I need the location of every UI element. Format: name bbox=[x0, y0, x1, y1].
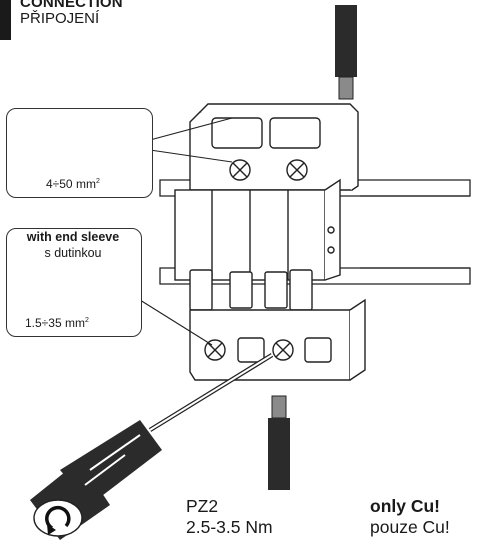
circuit-breaker-icon bbox=[174, 103, 366, 381]
sleeve-label-czech: s dutinkou bbox=[44, 246, 102, 260]
rotation-arrow-icon bbox=[45, 505, 71, 535]
header-bar bbox=[0, 0, 11, 40]
title-english: CONNECTION bbox=[20, 0, 123, 11]
copper-note-english: only Cu! bbox=[370, 496, 440, 516]
top-wire-icon bbox=[335, 5, 357, 100]
callout-solid-wire bbox=[6, 108, 153, 198]
title-czech: PŘIPOJENÍ bbox=[20, 10, 100, 27]
copper-note-czech: pouze Cu! bbox=[370, 517, 450, 537]
solid-wire-range: 4÷50 mm2 bbox=[46, 177, 100, 191]
bottom-wire-icon bbox=[268, 395, 290, 490]
screwdriver-icon bbox=[30, 353, 274, 540]
tool-type: PZ2 bbox=[186, 496, 219, 516]
sleeve-label-english: with end sleeve bbox=[26, 230, 120, 244]
callout-sleeve-wire bbox=[6, 228, 142, 337]
callout-leaders bbox=[139, 117, 233, 346]
sleeve-wire-range: 1.5÷35 mm2 bbox=[25, 316, 89, 330]
torque-value: 2.5-3.5 Nm bbox=[186, 517, 273, 537]
